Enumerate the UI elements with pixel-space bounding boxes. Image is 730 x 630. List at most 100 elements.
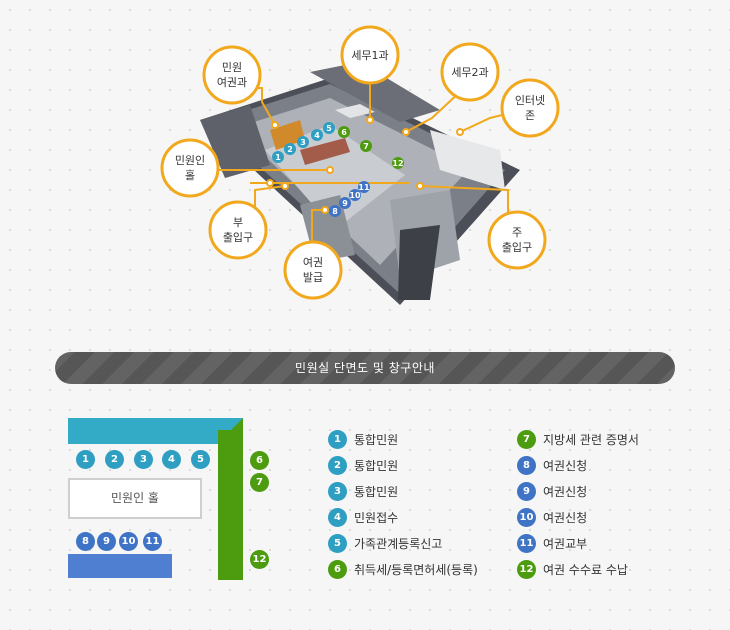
legend-item-4: 4 민원접수 bbox=[328, 504, 508, 530]
callout-minwon-hall[interactable]: 민원인 홀 bbox=[160, 138, 220, 198]
legend-number-badge: 1 bbox=[328, 429, 347, 449]
counter-legend-left: 1 통합민원 2 통합민원 3 통합민원 4 민원접수 5 가족관계등록신고 6 취득세/등… bbox=[328, 426, 508, 582]
legend-label: 민원접수 bbox=[354, 510, 399, 525]
map-marker-5: 5 bbox=[323, 122, 335, 134]
svg-text:7: 7 bbox=[363, 142, 369, 151]
callout-semu2[interactable]: 세무2과 bbox=[440, 42, 500, 102]
legend-label: 지방세 관련 증명서 bbox=[543, 432, 639, 447]
floorplan-counter-6: 6 bbox=[250, 451, 269, 470]
floorplan-top-counter-bar bbox=[68, 418, 243, 444]
map-marker-1: 1 bbox=[272, 151, 284, 163]
section-title-banner: 민원실 단면도 및 창구안내 bbox=[55, 352, 675, 384]
floorplan-bottom-counter-bar bbox=[68, 554, 172, 578]
map-marker-9: 9 bbox=[339, 197, 351, 209]
legend-number-badge: 2 bbox=[328, 455, 347, 475]
map-marker-7: 7 bbox=[360, 140, 372, 152]
callout-sub-entrance[interactable]: 부 출입구 bbox=[208, 200, 268, 260]
svg-text:6: 6 bbox=[341, 128, 347, 137]
svg-text:발급: 발급 bbox=[303, 271, 323, 284]
svg-text:홀: 홀 bbox=[185, 169, 195, 182]
svg-text:존: 존 bbox=[525, 109, 535, 122]
floorplan-counter-5: 5 bbox=[191, 450, 210, 469]
floorplan-counter-10: 10 bbox=[119, 532, 138, 551]
svg-text:출입구: 출입구 bbox=[223, 231, 253, 244]
svg-text:세무1과: 세무1과 bbox=[351, 49, 388, 62]
floorplan-counter-2: 2 bbox=[105, 450, 124, 469]
legend-item-5: 5 가족관계등록신고 bbox=[328, 530, 508, 556]
legend-label: 취득세/등록면허세(등록) bbox=[354, 562, 478, 577]
svg-text:세무2과: 세무2과 bbox=[451, 66, 488, 79]
legend-number-badge: 9 bbox=[517, 481, 536, 501]
callout-minwon-yeogwon[interactable]: 민원 여권과 bbox=[202, 45, 262, 105]
svg-text:여권: 여권 bbox=[303, 256, 323, 269]
svg-text:부: 부 bbox=[233, 216, 243, 229]
callout-main-entrance[interactable]: 주 출입구 bbox=[487, 210, 547, 270]
legend-label: 여권신청 bbox=[543, 484, 588, 499]
svg-text:10: 10 bbox=[349, 191, 361, 200]
floorplan-counter-7: 7 bbox=[250, 473, 269, 492]
svg-text:주: 주 bbox=[512, 226, 522, 239]
map-marker-4: 4 bbox=[311, 129, 323, 141]
floorplan-counter-8: 8 bbox=[76, 532, 95, 551]
svg-text:민원인: 민원인 bbox=[175, 154, 205, 167]
svg-text:3: 3 bbox=[300, 138, 306, 147]
legend-item-1: 1 통합민원 bbox=[328, 426, 508, 452]
svg-text:1: 1 bbox=[275, 153, 281, 162]
floorplan-counter-9: 9 bbox=[97, 532, 116, 551]
map-marker-3: 3 bbox=[297, 136, 309, 148]
legend-item-6: 6 취득세/등록면허세(등록) bbox=[328, 556, 508, 582]
legend-item-8: 8 여권신청 bbox=[517, 452, 697, 478]
map-marker-10: 10 bbox=[349, 189, 361, 201]
floorplan-counter-12: 12 bbox=[250, 550, 269, 569]
svg-text:9: 9 bbox=[342, 199, 348, 208]
callout-anchor-dots bbox=[266, 116, 464, 214]
floorplan-counter-3: 3 bbox=[134, 450, 153, 469]
legend-item-10: 10 여권신청 bbox=[517, 504, 697, 530]
svg-text:11: 11 bbox=[358, 183, 370, 192]
legend-number-badge: 7 bbox=[517, 429, 536, 449]
callout-passport-issue[interactable]: 여권 발급 bbox=[283, 240, 343, 300]
svg-text:민원: 민원 bbox=[222, 61, 242, 74]
legend-number-badge: 5 bbox=[328, 533, 347, 553]
svg-text:12: 12 bbox=[392, 159, 403, 168]
svg-text:4: 4 bbox=[314, 131, 320, 140]
map-marker-11: 11 bbox=[358, 181, 370, 193]
legend-label: 여권 수수료 수납 bbox=[543, 562, 628, 577]
legend-number-badge: 12 bbox=[517, 559, 536, 579]
legend-number-badge: 4 bbox=[328, 507, 347, 527]
legend-label: 가족관계등록신고 bbox=[354, 536, 443, 551]
legend-label: 통합민원 bbox=[354, 484, 399, 499]
svg-text:여권과: 여권과 bbox=[217, 76, 247, 89]
floorplan-hall-box: 민원인 홀 bbox=[68, 478, 202, 519]
legend-number-badge: 10 bbox=[517, 507, 536, 527]
legend-item-3: 3 통합민원 bbox=[328, 478, 508, 504]
legend-number-badge: 3 bbox=[328, 481, 347, 501]
legend-item-9: 9 여권신청 bbox=[517, 478, 697, 504]
floor-map-illustration: 1 2 3 4 5 6 7 8 9 10 11 12 민원 여권과 세무1과 세… bbox=[160, 25, 560, 305]
svg-text:출입구: 출입구 bbox=[502, 241, 532, 254]
legend-label: 여권신청 bbox=[543, 458, 588, 473]
legend-number-badge: 6 bbox=[328, 559, 347, 579]
svg-text:5: 5 bbox=[326, 124, 332, 133]
legend-label: 여권신청 bbox=[543, 510, 588, 525]
callout-semu1[interactable]: 세무1과 bbox=[340, 25, 400, 85]
callout-internet-zone[interactable]: 인터넷 존 bbox=[500, 78, 560, 138]
map-counter-markers: 1 2 3 4 5 6 7 8 9 10 11 12 bbox=[272, 122, 404, 217]
floorplan-counter-1: 1 bbox=[76, 450, 95, 469]
svg-text:8: 8 bbox=[332, 207, 338, 216]
legend-number-badge: 11 bbox=[517, 533, 536, 553]
legend-label: 통합민원 bbox=[354, 432, 399, 447]
map-marker-12: 12 bbox=[392, 157, 404, 169]
floorplan-side-counter-bar bbox=[218, 430, 243, 580]
floorplan-counter-4: 4 bbox=[162, 450, 181, 469]
legend-item-2: 2 통합민원 bbox=[328, 452, 508, 478]
legend-item-7: 7 지방세 관련 증명서 bbox=[517, 426, 697, 452]
legend-number-badge: 8 bbox=[517, 455, 536, 475]
map-marker-8: 8 bbox=[329, 205, 341, 217]
map-marker-2: 2 bbox=[284, 143, 296, 155]
legend-item-12: 12 여권 수수료 수납 bbox=[517, 556, 697, 582]
svg-text:인터넷: 인터넷 bbox=[515, 94, 545, 107]
legend-label: 통합민원 bbox=[354, 458, 399, 473]
